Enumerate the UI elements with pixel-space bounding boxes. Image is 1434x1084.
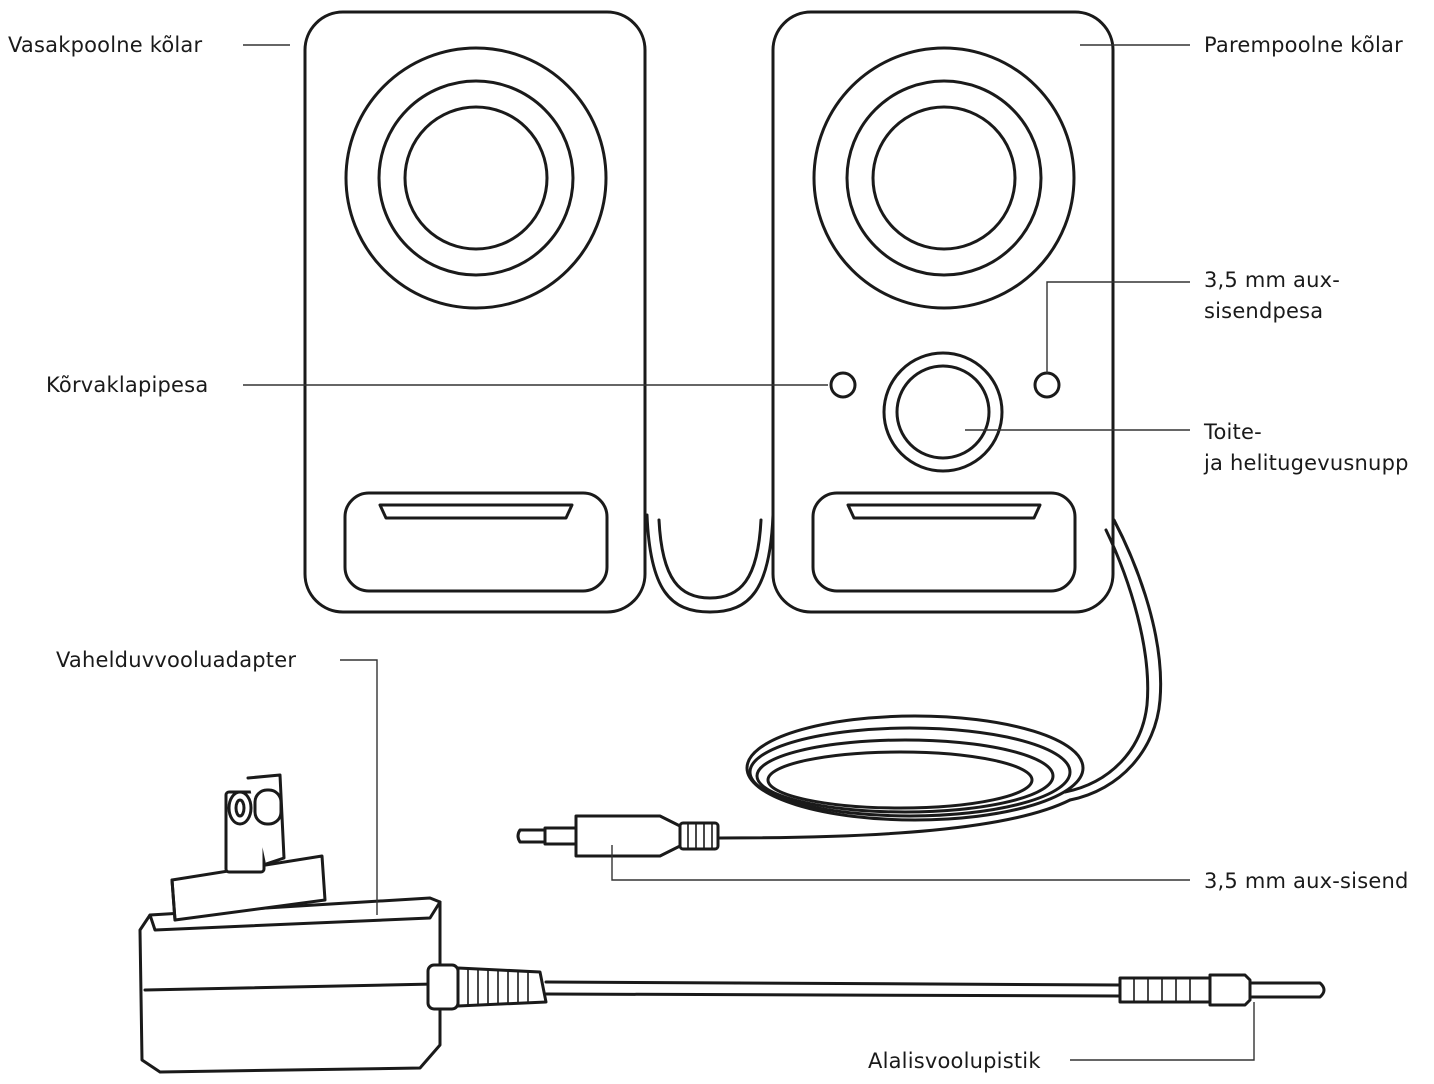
dc-cable (426, 963, 1122, 1011)
label-aux-input: 3,5 mm aux-sisend (1204, 869, 1409, 893)
label-headphone-jack: Kõrvaklapipesa (46, 373, 209, 397)
aux-cable (718, 518, 1163, 840)
label-left-speaker: Vasakpoolne kõlar (8, 33, 203, 57)
aux-plug (516, 814, 720, 858)
label-power-volume-line2: ja helitugevusnupp (1204, 451, 1409, 475)
right-speaker (771, 10, 1115, 614)
label-aux-jack-line1: 3,5 mm aux- (1204, 268, 1341, 292)
headphone-jack-hole (829, 371, 857, 399)
speaker-link-cable (645, 513, 775, 614)
ac-adapter (138, 773, 442, 1074)
label-aux-jack-line2: sisendpesa (1204, 299, 1324, 323)
dc-plug (1118, 973, 1326, 1007)
label-power-volume-line1: Toite- (1204, 420, 1262, 444)
label-power-volume: Toite- ja helitugevusnupp (1204, 417, 1409, 479)
leader-lines (243, 44, 1255, 1061)
label-dc-plug: Alalisvoolupistik (868, 1049, 1041, 1073)
left-speaker (303, 10, 647, 614)
label-ac-adapter: Vahelduvvooluadapter (56, 648, 297, 672)
label-aux-jack: 3,5 mm aux- sisendpesa (1204, 265, 1340, 327)
label-right-speaker: Parempoolne kõlar (1204, 33, 1403, 57)
power-volume-knob (882, 351, 1004, 473)
